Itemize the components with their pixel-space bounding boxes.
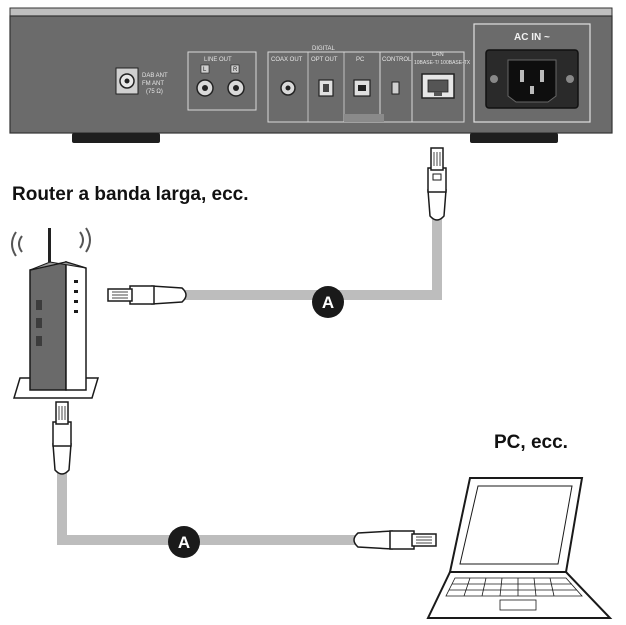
serial-label-plate [344, 114, 384, 122]
lan-label: LAN [432, 52, 444, 58]
rj45-plug-router [107, 285, 187, 305]
ac-in-label: AC IN ~ [514, 32, 550, 43]
coax-out-label: COAX OUT [271, 57, 303, 63]
cable-badge-2-label: A [178, 533, 190, 552]
cables [57, 218, 442, 545]
ac-in-group: AC IN ~ [473, 23, 591, 123]
line-out-label: LINE OUT [204, 57, 232, 63]
cable-badge-1-label: A [322, 293, 334, 312]
router-body-side [29, 261, 67, 391]
laptop-keyboard [445, 577, 583, 611]
rj45-plug-panel [427, 147, 447, 221]
line-out-r-label: R [233, 67, 238, 73]
antenna-terminal: DAB ANT FM ANT (75 Ω) [115, 67, 168, 95]
cable-badge-1: A [312, 286, 344, 318]
lan-speed-label: 10BASE-T/ 100BASE-TX [414, 60, 471, 66]
lan-group: LAN 10BASE-T/ 100BASE-TX [411, 51, 471, 123]
device-rear-panel: DAB ANT FM ANT (75 Ω) LINE OUT L R DIGIT… [9, 7, 613, 143]
cable-panel-to-router [182, 218, 442, 300]
router-label: Router a banda larga, ecc. [12, 184, 249, 205]
opt-out-label: OPT OUT [311, 57, 338, 63]
line-out-group: LINE OUT L R [187, 51, 257, 111]
laptop-pc [426, 477, 613, 619]
cable-badge-2: A [168, 526, 200, 558]
control-label: CONTROL [382, 57, 412, 63]
dab-ant-label: DAB ANT [142, 73, 168, 79]
cable-router-to-pc [57, 470, 358, 545]
fm-ant-ohm-label: (75 Ω) [146, 89, 163, 95]
control-jack [391, 81, 400, 95]
wifi-signal-icon [11, 227, 91, 257]
line-out-l-label: L [203, 67, 207, 73]
rj45-plug-pc [353, 530, 437, 550]
pc-port-label: PC [356, 57, 365, 63]
panel-foot-left [72, 133, 160, 143]
router [11, 227, 100, 399]
pc-label: PC, ecc. [494, 432, 568, 453]
fm-ant-label: FM ANT [142, 81, 164, 87]
panel-foot-right [470, 133, 558, 143]
laptop-keyboard-base [426, 571, 613, 619]
laptop-screen [448, 477, 584, 573]
digital-label: DIGITAL [312, 46, 336, 52]
rj45-plug-router-bottom [52, 401, 72, 475]
router-antenna [48, 228, 51, 262]
